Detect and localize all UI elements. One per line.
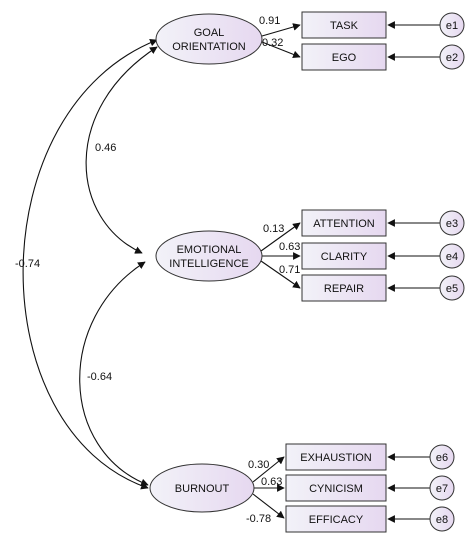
indicator-ego-label: EGO — [332, 52, 357, 64]
path-goal-ego — [261, 41, 301, 59]
error-e8: e8 — [429, 506, 455, 532]
loading-task: 0.91 — [259, 15, 280, 27]
indicator-cynicism-label: CYNICISM — [309, 483, 363, 495]
correlation-goal-ei: 0.46 — [95, 142, 116, 154]
error-e2-label: e2 — [446, 52, 458, 64]
indicator-efficacy: EFFICACY — [285, 505, 387, 533]
arc-goal-ei — [85, 46, 158, 254]
latent-burnout-label: BURNOUT — [175, 483, 230, 495]
latent-emotional-intelligence: EMOTIONAL INTELLIGENCE — [155, 230, 263, 282]
loading-repair: 0.71 — [279, 264, 300, 276]
latent-burnout: BURNOUT — [149, 463, 255, 513]
loading-exhaustion: 0.30 — [248, 459, 269, 471]
error-e8-label: e8 — [436, 514, 448, 526]
error-e4-label: e4 — [446, 251, 458, 263]
loading-paths — [252, 23, 301, 519]
path-burnout-exhaustion — [252, 456, 285, 483]
correlation-ei-burnout: -0.64 — [87, 371, 112, 383]
path-ei-attention — [260, 222, 301, 252]
latent-ei-line1: EMOTIONAL — [177, 244, 242, 256]
indicator-attention: ATTENTION — [301, 209, 387, 237]
error-e5: e5 — [439, 275, 465, 301]
error-e7-label: e7 — [436, 483, 448, 495]
correlation-goal-burnout: -0.74 — [15, 258, 40, 270]
indicator-exhaustion: EXHAUSTION — [285, 443, 387, 471]
error-e2: e2 — [439, 44, 465, 70]
indicator-repair-label: REPAIR — [324, 283, 364, 295]
error-e6-label: e6 — [436, 452, 448, 464]
correlation-arcs — [22, 38, 158, 490]
error-e4: e4 — [439, 243, 465, 269]
error-e3-label: e3 — [446, 218, 458, 230]
loading-attention: 0.13 — [263, 223, 284, 235]
path-burnout-efficacy — [252, 493, 285, 519]
latent-goal-line1: GOAL — [194, 27, 225, 39]
indicator-task: TASK — [301, 11, 387, 39]
path-ei-repair — [260, 260, 301, 289]
latent-goal-orientation: GOAL ORIENTATION — [155, 13, 263, 65]
error-e1: e1 — [439, 12, 465, 38]
loading-efficacy: -0.78 — [246, 513, 271, 525]
error-e3: e3 — [439, 210, 465, 236]
error-e7: e7 — [429, 475, 455, 501]
loading-ego: 0.32 — [262, 37, 283, 49]
error-paths — [387, 21, 440, 523]
loading-clarity: 0.63 — [279, 241, 300, 253]
error-e1-label: e1 — [446, 20, 458, 32]
loading-cynicism: 0.63 — [261, 476, 282, 488]
indicator-cynicism: CYNICISM — [285, 474, 387, 502]
error-e5-label: e5 — [446, 283, 458, 295]
indicator-exhaustion-label: EXHAUSTION — [300, 452, 372, 464]
indicator-efficacy-label: EFFICACY — [309, 514, 364, 526]
arc-goal-burnout — [22, 38, 158, 490]
error-e6: e6 — [429, 444, 455, 470]
latent-ei-line2: INTELLIGENCE — [169, 258, 248, 270]
path-goal-task — [261, 23, 301, 37]
indicator-clarity-label: CLARITY — [321, 251, 368, 263]
indicator-attention-label: ATTENTION — [313, 218, 375, 230]
arc-ei-burnout — [79, 261, 149, 487]
indicator-ego: EGO — [301, 43, 387, 71]
indicator-task-label: TASK — [330, 20, 359, 32]
latent-goal-line2: ORIENTATION — [172, 41, 246, 53]
indicator-clarity: CLARITY — [301, 242, 387, 270]
indicator-repair: REPAIR — [301, 274, 387, 302]
